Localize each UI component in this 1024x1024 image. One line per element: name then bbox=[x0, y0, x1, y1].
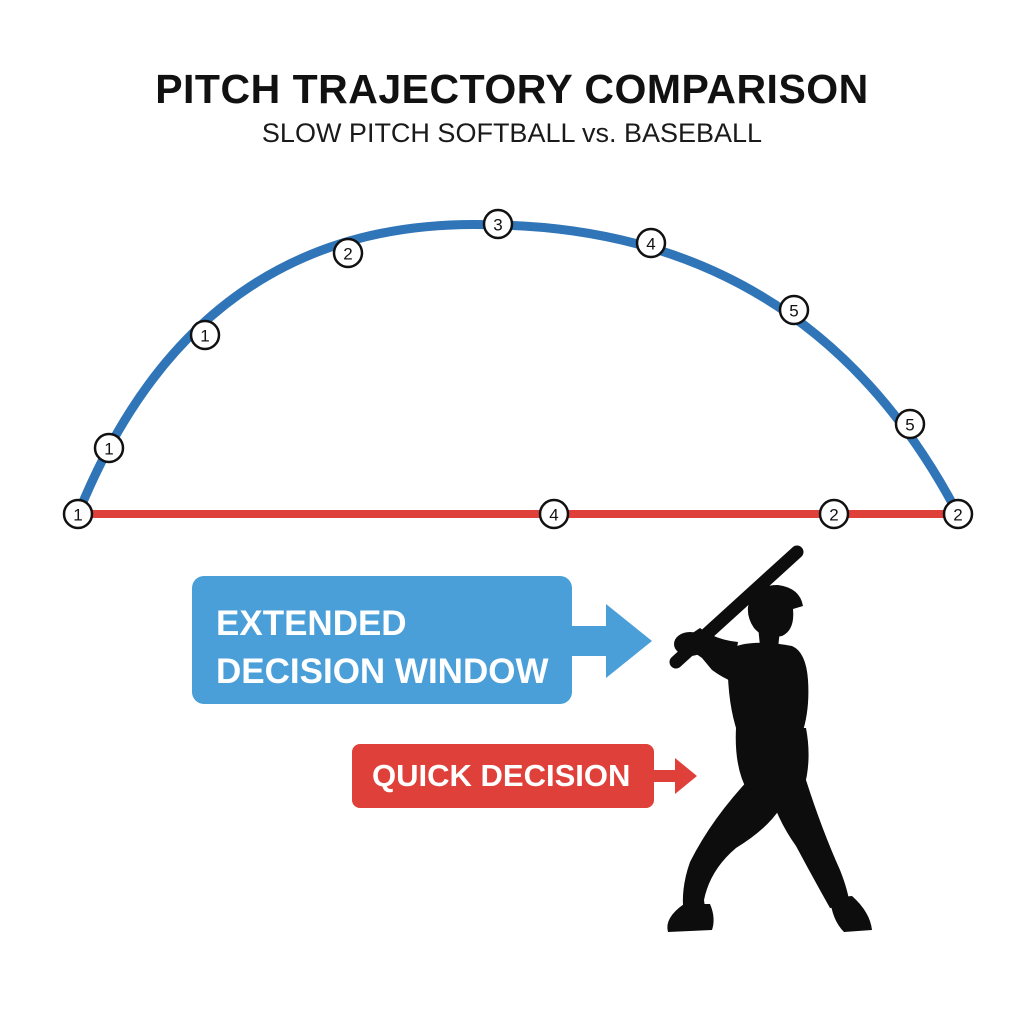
svg-text:1: 1 bbox=[73, 506, 82, 525]
svg-text:2: 2 bbox=[829, 506, 838, 525]
svg-text:5: 5 bbox=[789, 302, 798, 321]
svg-text:5: 5 bbox=[905, 416, 914, 435]
arc-marker: 1 bbox=[189, 319, 221, 351]
svg-text:3: 3 bbox=[493, 216, 502, 235]
right-arrow-icon bbox=[654, 758, 697, 794]
extended-label-line-2: DECISION WINDOW bbox=[216, 652, 549, 691]
arc-marker: 3 bbox=[482, 208, 514, 240]
quick-label-text: QUICK DECISION bbox=[372, 758, 631, 793]
line-marker: 1 bbox=[62, 498, 94, 530]
extended-label-line-1: EXTENDED bbox=[216, 604, 407, 643]
svg-text:2: 2 bbox=[953, 506, 962, 525]
page-title: PITCH TRAJECTORY COMPARISON bbox=[155, 66, 869, 112]
svg-text:4: 4 bbox=[646, 235, 655, 254]
arc-marker: 5 bbox=[894, 408, 926, 440]
svg-text:1: 1 bbox=[200, 327, 209, 346]
batter-silhouette-icon bbox=[667, 545, 872, 932]
svg-text:4: 4 bbox=[549, 506, 558, 525]
arc-marker: 1 bbox=[93, 432, 125, 464]
softball-arc bbox=[73, 219, 963, 519]
arc-marker: 4 bbox=[635, 227, 667, 259]
page-subtitle: SLOW PITCH SOFTBALL vs. BASEBALL bbox=[261, 118, 763, 148]
arc-marker: 2 bbox=[942, 498, 974, 530]
svg-text:1: 1 bbox=[104, 440, 113, 459]
right-arrow-icon bbox=[572, 604, 652, 678]
svg-text:2: 2 bbox=[343, 245, 352, 264]
arc-marker: 5 bbox=[778, 294, 810, 326]
extended-decision-window-label: EXTENDED DECISION WINDOW bbox=[192, 576, 572, 704]
quick-decision-label: QUICK DECISION bbox=[352, 744, 654, 808]
line-marker: 4 bbox=[538, 498, 570, 530]
line-marker: 2 bbox=[818, 498, 850, 530]
arc-marker: 2 bbox=[332, 237, 364, 269]
